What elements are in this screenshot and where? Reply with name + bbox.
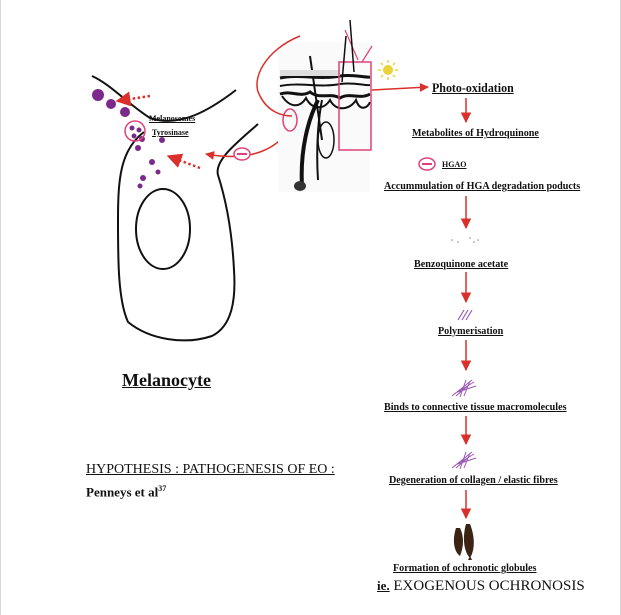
cell-nucleus bbox=[135, 188, 191, 270]
melanosomes-label: Melanosomes bbox=[149, 114, 196, 123]
hypothesis-author: Penneys et al37 bbox=[86, 484, 166, 500]
step-photo-oxidation: Photo-oxidation bbox=[432, 80, 514, 95]
uv-curve-arrow bbox=[256, 35, 301, 117]
degenerated-fiber-icon bbox=[451, 451, 477, 470]
melanosomes bbox=[92, 89, 165, 189]
step-ochronotic-globules: Formation of ochronotic globules bbox=[393, 562, 537, 574]
author-name: Penneys et al bbox=[86, 484, 159, 500]
step-hydroquinone-metabolites: Metabolites of Hydroquinone bbox=[412, 127, 539, 139]
melanosome-cluster bbox=[124, 120, 146, 142]
melanocyte-title: Melanocyte bbox=[122, 370, 211, 390]
benzoquinone-dots bbox=[451, 237, 479, 243]
final-prefix: ie. bbox=[377, 578, 390, 593]
skin-to-photooxidation-arrow bbox=[371, 82, 429, 92]
minus-sign-icon bbox=[233, 147, 251, 161]
ochronotic-globules-icon bbox=[453, 524, 474, 560]
step-benzoquinone-acetate: Benzoquinone acetate bbox=[414, 258, 509, 270]
polymer-strands-icon bbox=[457, 309, 473, 321]
follicle-highlight bbox=[282, 108, 298, 132]
final-result: ie. EXOGENOUS OCHRONOSIS bbox=[377, 578, 585, 595]
cell-upper-membrane bbox=[91, 75, 237, 122]
inhibition-arrows bbox=[115, 91, 201, 170]
hypothesis-heading: HYPOTHESIS : PATHOGENESIS OF EO : bbox=[86, 462, 335, 477]
fiber-tangle-icon bbox=[451, 379, 477, 398]
author-ref: 37 bbox=[158, 484, 167, 493]
hgao-minus-icon bbox=[418, 157, 436, 171]
step-collagen-degeneration: Degeneration of collagen / elastic fibre… bbox=[389, 474, 558, 486]
final-text: EXOGENOUS OCHRONOSIS bbox=[393, 578, 585, 594]
step-hga-accumulation: Accummulation of HGA degradation poducts bbox=[384, 180, 581, 192]
hgao-label: HGAO bbox=[442, 160, 467, 169]
step-binds-connective-tissue: Binds to connective tissue macromolecule… bbox=[384, 401, 567, 413]
melanocyte-cell bbox=[91, 75, 259, 342]
sun-icon bbox=[378, 60, 398, 80]
skin-section-illustration bbox=[256, 19, 373, 192]
cell-body-membrane bbox=[116, 123, 259, 342]
tyrosinase-label: Tyrosinase bbox=[152, 128, 189, 137]
step-polymerisation: Polymerisation bbox=[438, 325, 504, 337]
